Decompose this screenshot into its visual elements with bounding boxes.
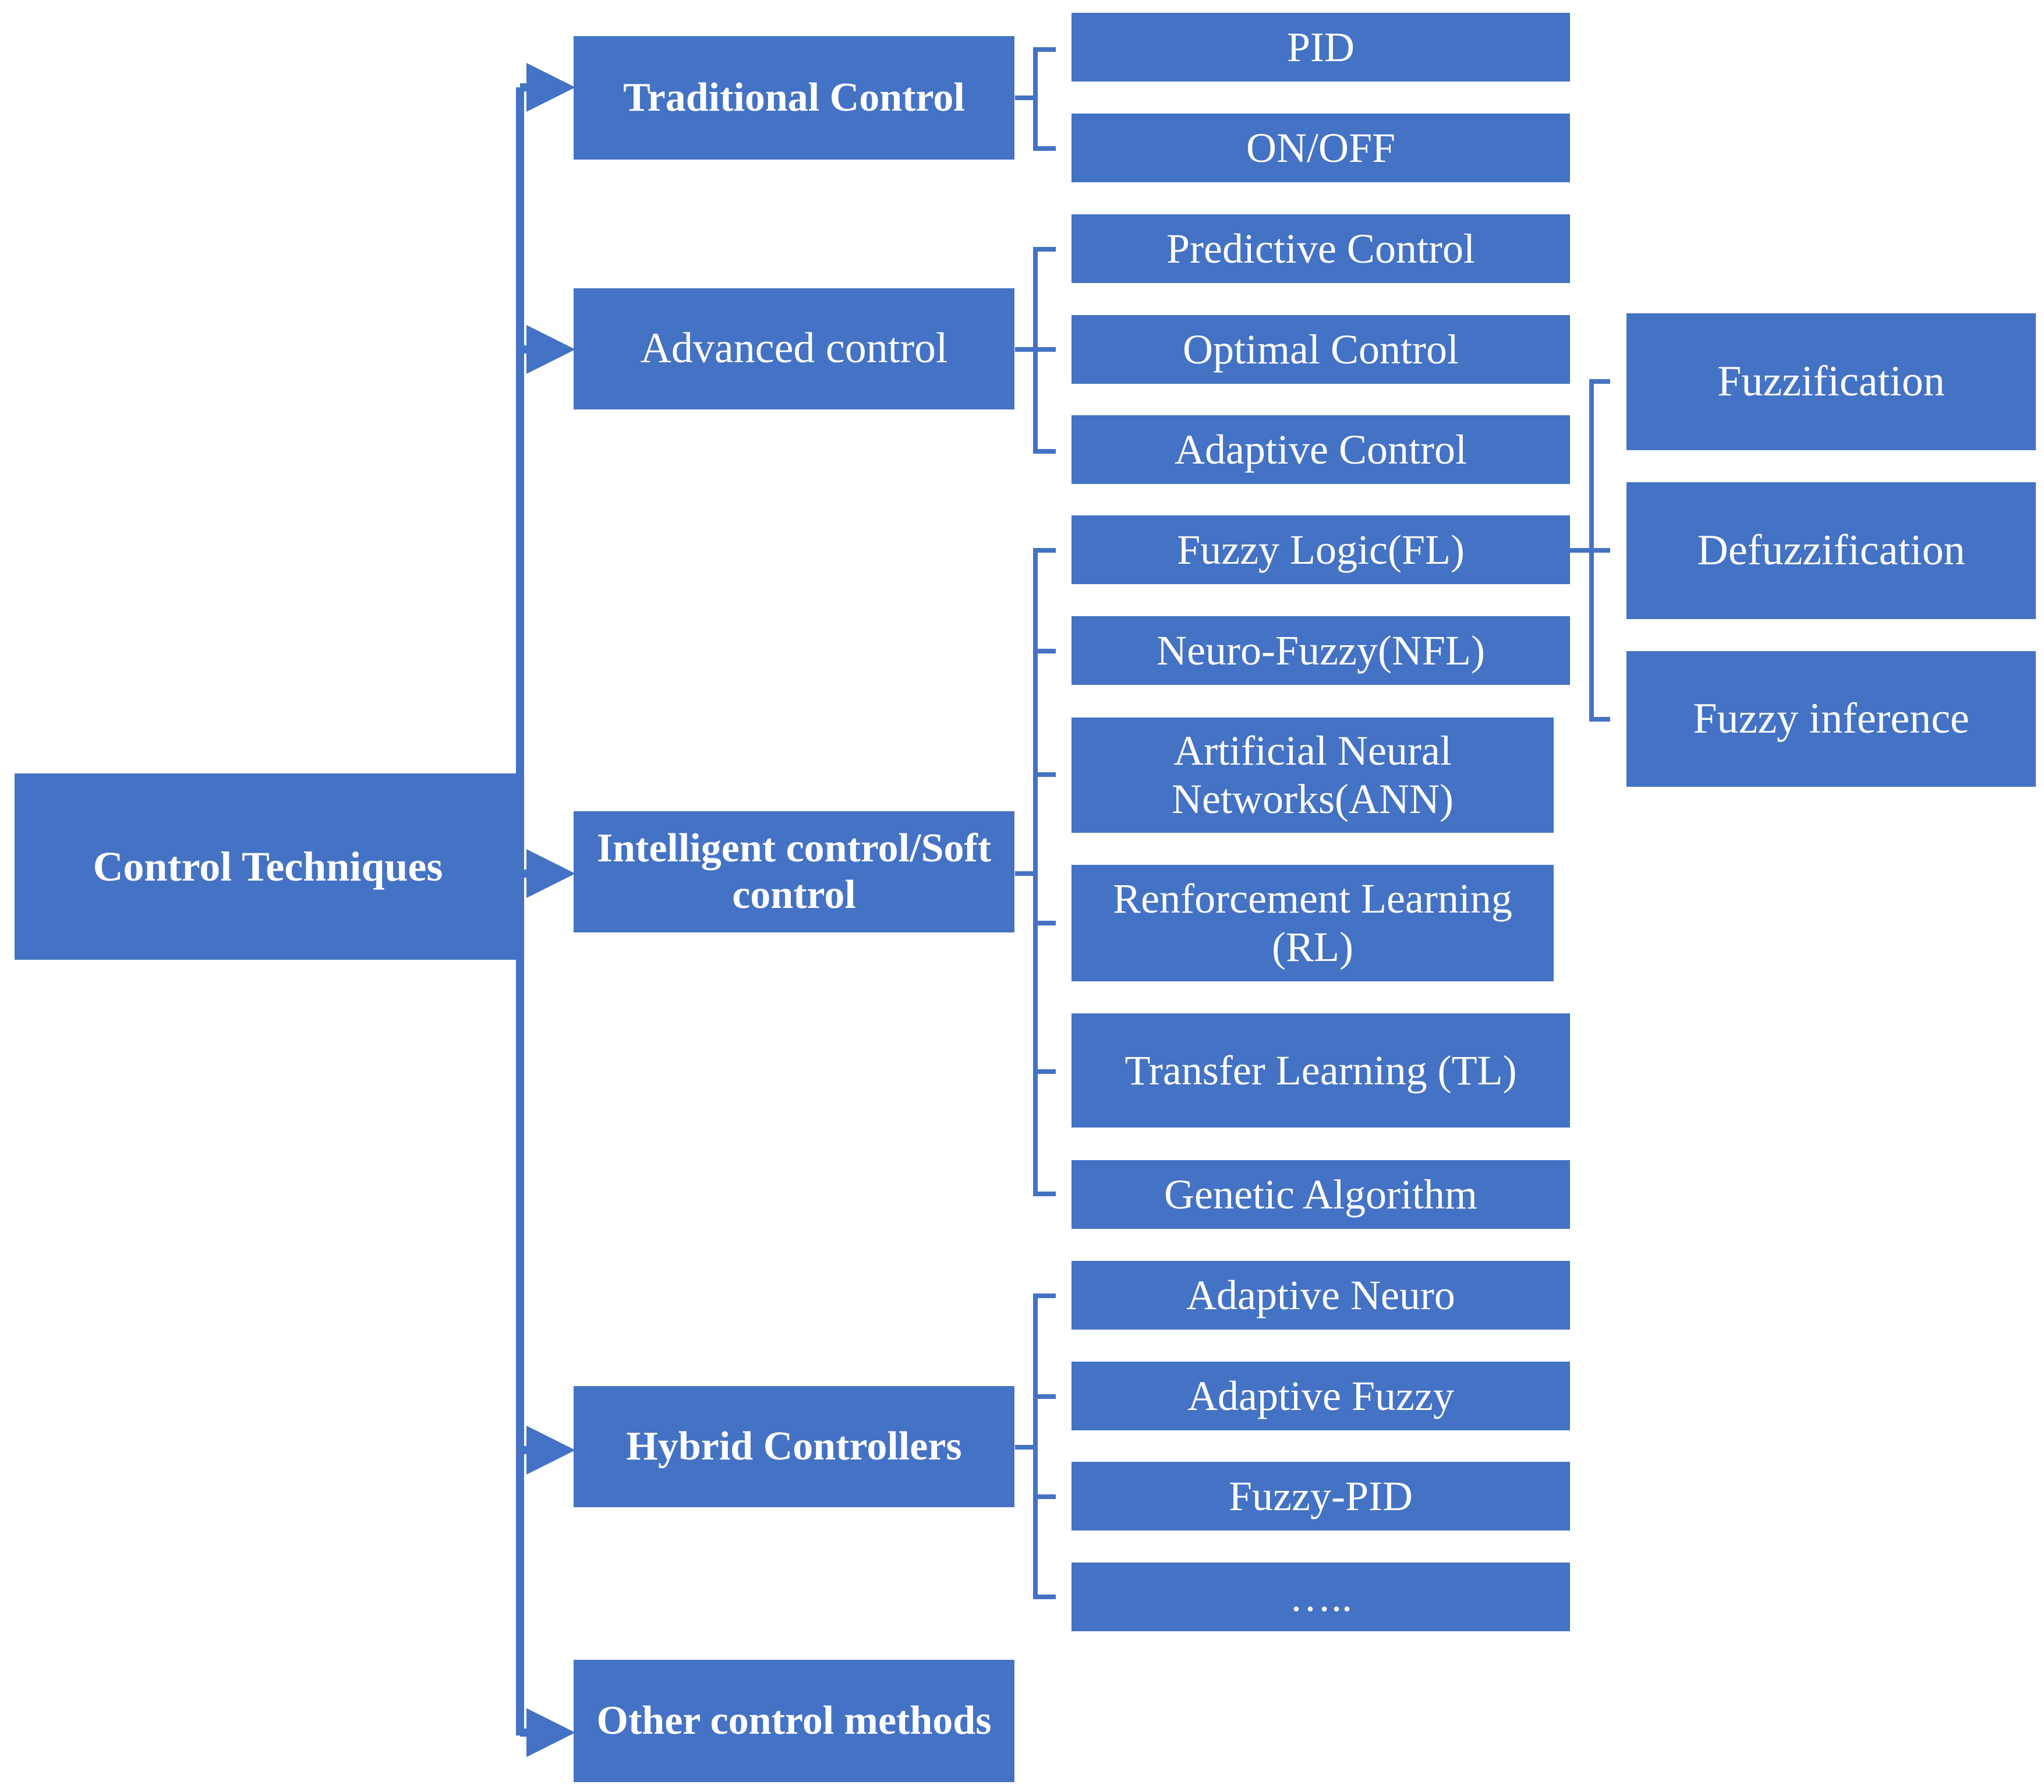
item-neuro-fuzzy: Neuro-Fuzzy(NFL) (1071, 616, 1570, 685)
item-adaptive-neuro: Adaptive Neuro (1071, 1261, 1570, 1330)
item-reinforcement-learning: Renforcement Learning (RL) (1071, 865, 1554, 981)
bracket-traditional (1033, 47, 1056, 151)
item-pid: PID (1071, 13, 1570, 82)
item-adaptive-fuzzy: Adaptive Fuzzy (1071, 1362, 1570, 1430)
bracket-intelligent (1033, 548, 1056, 1196)
item-fuzzification: Fuzzification (1626, 313, 2036, 450)
branch-other-control-methods: Other control methods (574, 1660, 1014, 1782)
branch-traditional-control: Traditional Control (574, 36, 1014, 160)
item-defuzzification: Defuzzification (1626, 482, 2036, 619)
item-ellipsis: ….. (1071, 1563, 1570, 1631)
item-genetic-algorithm: Genetic Algorithm (1071, 1160, 1570, 1229)
branch-advanced-control: Advanced control (574, 288, 1014, 409)
item-optimal-control: Optimal Control (1071, 315, 1570, 384)
item-on-off: ON/OFF (1071, 114, 1570, 182)
branch-hybrid-controllers: Hybrid Controllers (574, 1386, 1014, 1507)
item-fuzzy-inference: Fuzzy inference (1626, 651, 2036, 787)
item-fuzzy-logic: Fuzzy Logic(FL) (1071, 515, 1570, 584)
branch-intelligent-control: Intelligent control/Soft control (574, 811, 1014, 932)
item-artificial-neural-networks: Artificial Neural Networks(ANN) (1071, 717, 1554, 833)
bracket-hybrid (1033, 1293, 1056, 1599)
item-fuzzy-pid: Fuzzy-PID (1071, 1462, 1570, 1531)
item-adaptive-control: Adaptive Control (1071, 415, 1570, 484)
item-predictive-control: Predictive Control (1071, 214, 1570, 283)
item-transfer-learning: Transfer Learning (TL) (1071, 1013, 1570, 1127)
root-control-techniques: Control Techniques (15, 773, 521, 960)
